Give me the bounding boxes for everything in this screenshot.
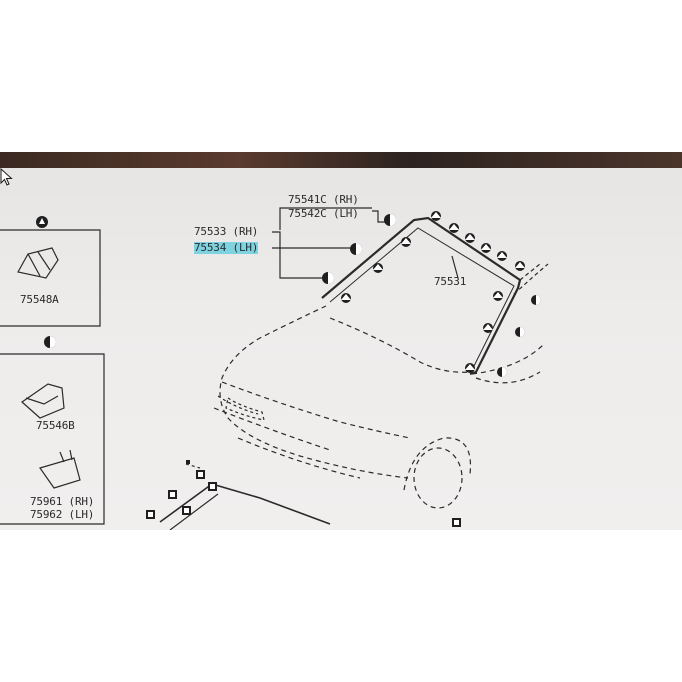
part-box-75548A [0, 229, 101, 327]
part-label-75542C: 75542C (LH) [288, 207, 359, 220]
part-label-75548A: 75548A [20, 293, 59, 306]
part-label-75541C: 75541C (RH) [288, 193, 359, 206]
part-label-75531: 75531 [434, 275, 467, 288]
part-label-75533: 75533 (RH) [194, 225, 259, 238]
part-label-75534-highlighted[interactable]: 75534 (LH) [194, 241, 259, 254]
monitor-bezel [0, 152, 682, 170]
mouse-pointer-icon [0, 168, 13, 186]
part-box-75546B [0, 353, 105, 525]
part-label-75962: 75962 (LH) [30, 508, 95, 521]
part-label-75961: 75961 (RH) [30, 495, 95, 508]
parts-diagram-screen: 75548A 75546B 75961 (RH) 75962 (LH) 7553… [0, 168, 682, 530]
part-label-75546B: 75546B [36, 419, 75, 432]
diagram-drawing [0, 207, 549, 530]
